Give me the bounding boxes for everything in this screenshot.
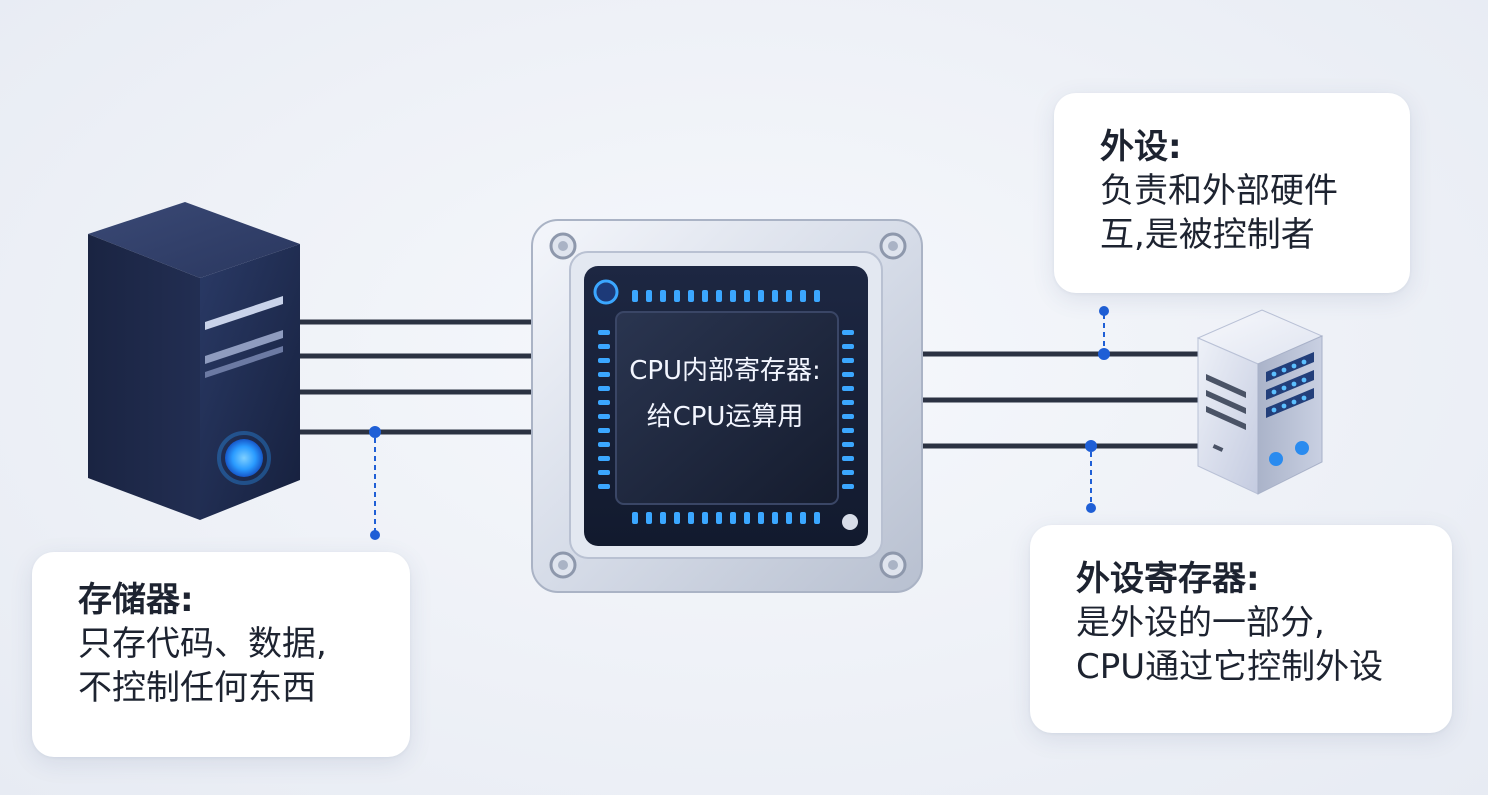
- cpu-label-line-2: 给CPU运算用: [646, 402, 804, 432]
- peripheral-line-2: 互,是被控制者: [1100, 215, 1315, 255]
- storage-pointer: [369, 426, 381, 540]
- peripheral-register-line-2: CPU通过它控制外设: [1076, 647, 1384, 687]
- peripheral-bus-wires: [907, 351, 1208, 449]
- small-server-icon: [1196, 309, 1324, 495]
- cpu-chip-icon: [531, 219, 923, 593]
- cpu-label-line-1: CPU内部寄存器:: [629, 356, 821, 386]
- peripheral-register-title: 外设寄存器:: [1076, 559, 1260, 599]
- storage-line-1: 只存代码、数据,: [78, 624, 327, 664]
- storage-card: 存储器: 只存代码、数据, 不控制任何东西: [32, 552, 410, 757]
- storage-bus-wires: [295, 319, 543, 435]
- peripheral-card: 外设: 负责和外部硬件 互,是被控制者: [1054, 93, 1410, 293]
- peripheral-line-1: 负责和外部硬件: [1100, 171, 1338, 211]
- storage-title: 存储器:: [78, 580, 194, 620]
- storage-line-2: 不控制任何东西: [78, 668, 316, 708]
- peripheral-register-pointer: [1085, 440, 1097, 513]
- server-tower-icon: [88, 202, 300, 520]
- peripheral-title: 外设:: [1100, 127, 1182, 167]
- peripheral-pointer: [1098, 306, 1110, 360]
- peripheral-register-card: 外设寄存器: 是外设的一部分, CPU通过它控制外设: [1030, 525, 1452, 733]
- cpu-register-label: CPU内部寄存器: 给CPU运算用: [616, 348, 834, 440]
- peripheral-register-line-1: 是外设的一部分,: [1076, 603, 1325, 643]
